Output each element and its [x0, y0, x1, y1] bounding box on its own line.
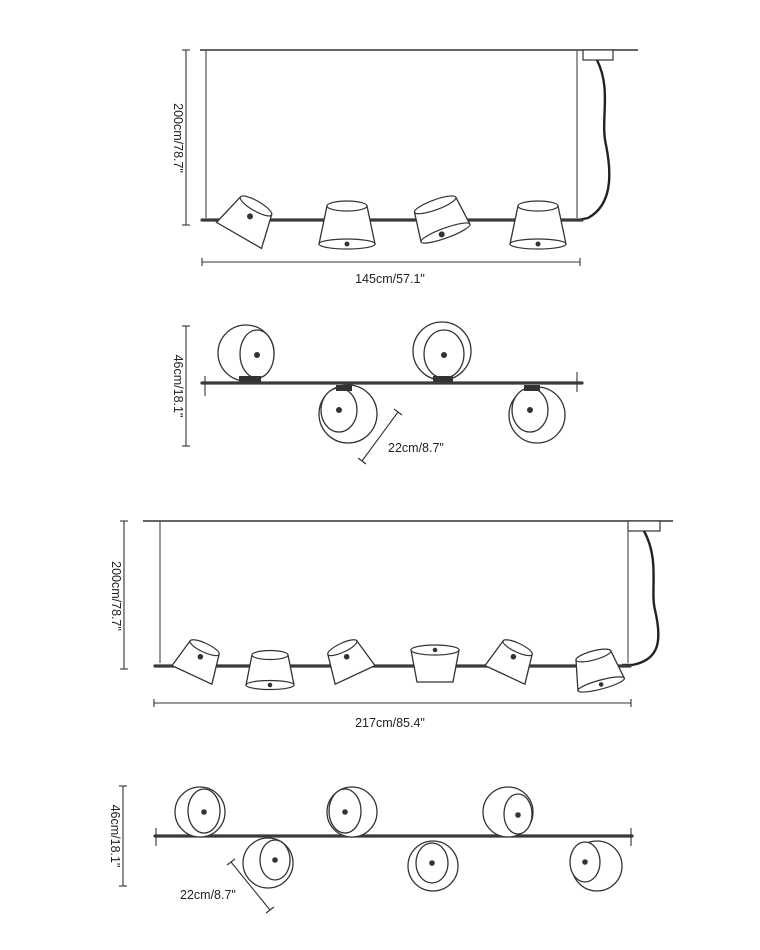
diameter-label: 22cm/8.7" [388, 441, 444, 455]
lamp-shade [326, 786, 378, 838]
lamp-shade [242, 837, 294, 889]
lamp-shade [508, 385, 566, 444]
power-cable [577, 59, 611, 222]
height-label: 200cm/78.7" [171, 103, 185, 173]
height-label: 46cm/18.1" [108, 805, 122, 868]
lamp-shade [170, 639, 220, 686]
lamp-shade [410, 644, 460, 683]
power-cable [622, 530, 660, 667]
lamp-shade [318, 200, 376, 250]
diameter-dimension-line [361, 411, 399, 462]
width-label: 217cm/85.4" [355, 716, 425, 730]
lamp-shade [217, 324, 275, 382]
top-view-6-lamps: 46cm/18.1" 22cm/8.7" [108, 785, 634, 914]
diameter-label: 22cm/8.7" [180, 888, 236, 902]
front-view-6-lamps: 200cm/78.7" 217cm/85.4" [109, 520, 673, 730]
canopy-box [627, 520, 661, 532]
canopy-box [582, 49, 614, 61]
top-view-4-lamps: 46cm/18.1" 22cm/8.7" [171, 321, 584, 465]
lamp-shade [318, 384, 378, 444]
lamp-shade [483, 639, 533, 686]
lamp-shade [407, 840, 459, 892]
lamp-shade [569, 840, 623, 892]
diameter-dimension-line [230, 861, 271, 911]
lamp-shade [482, 786, 534, 838]
front-view-4-lamps: 200cm/78.7" 145cm/57.1" [171, 49, 638, 286]
lamp-shade [327, 639, 377, 686]
lamp-shade [509, 200, 567, 250]
lamp-shade [215, 195, 273, 250]
lamp-shade [412, 321, 472, 382]
lamp-shade [174, 786, 226, 838]
lamp-shade [575, 648, 626, 693]
width-label: 145cm/57.1" [355, 272, 425, 286]
height-label: 46cm/18.1" [171, 355, 185, 418]
lamp-shade [245, 649, 295, 691]
height-label: 200cm/78.7" [109, 561, 123, 631]
lamp-shade [413, 195, 471, 244]
